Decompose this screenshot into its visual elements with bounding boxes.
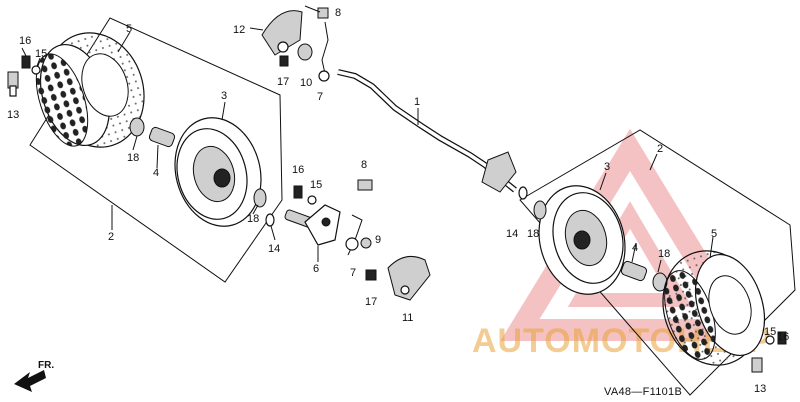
left-washer-14 [265,213,275,227]
callout-15-mid: 15 [310,179,322,191]
right-bearing-18a [533,200,547,220]
callout-4-left: 4 [153,167,159,179]
callout-17-top: 17 [277,76,289,88]
right-washer-14 [518,186,528,200]
shaft-bracket [481,151,517,193]
diagram-code: VA48—F1101B [604,386,682,398]
callout-13-left: 13 [7,109,19,121]
right-wheel-hub [538,185,626,295]
left-washer-15 [31,65,41,75]
direction-label: FR. [38,360,54,371]
left-tire [35,32,145,148]
right-tire [662,250,766,366]
callout-2-right: 2 [657,143,663,155]
callout-4-right: 4 [632,242,638,254]
callout-7-mid: 7 [350,267,356,279]
callout-labels: 1 2 2 3 3 4 4 5 5 6 7 7 8 8 9 10 11 12 1… [7,7,789,395]
callout-16-mid: 16 [292,164,304,176]
callout-9: 9 [375,234,381,246]
callout-14-left: 14 [268,243,280,255]
right-assembly-frame [519,129,796,396]
center-bracket [284,185,341,246]
callout-5-right: 5 [711,228,717,240]
callout-17-mid: 17 [365,296,377,308]
sector-plate-11 [365,255,431,301]
callout-16-left: 16 [19,35,31,47]
left-bolt-13 [7,71,19,97]
callout-13-right: 13 [754,383,766,395]
callout-15-right: 15 [764,326,776,338]
left-spacer-4 [148,126,176,148]
callout-2-left: 2 [108,231,114,243]
callout-18-right-b: 18 [658,248,670,260]
callout-18-right-a: 18 [527,228,539,240]
callout-8-mid: 8 [361,159,367,171]
callout-18-left-a: 18 [127,152,139,164]
right-washer-15 [765,335,775,345]
right-bolt-13 [751,357,763,373]
right-spacer-4 [620,260,648,282]
callout-10: 10 [300,77,312,89]
callout-14-right: 14 [506,228,518,240]
top-plate-12 [261,7,330,82]
front-direction-arrow: FR. [14,360,54,392]
callout-3-right: 3 [604,161,610,173]
callout-5-left: 5 [126,23,132,35]
center-link [345,179,373,256]
arrow-icon [14,370,46,392]
right-bolt-16 [777,331,787,345]
callout-15-left: 15 [35,48,47,60]
left-wheel-hub [174,117,262,227]
callout-7-top: 7 [317,91,323,103]
callout-3-left: 3 [221,90,227,102]
callout-1: 1 [414,96,420,108]
callout-18-left-b: 18 [247,213,259,225]
callout-11: 11 [402,312,413,324]
leader-lines [21,5,714,273]
left-bearing-18b [253,188,267,208]
callout-6: 6 [313,263,319,275]
callout-12: 12 [233,24,245,36]
callout-8-top: 8 [335,7,341,19]
left-bearing-18a [129,117,145,137]
left-bolt-16 [21,55,31,69]
callout-16-right: 16 [777,331,789,343]
